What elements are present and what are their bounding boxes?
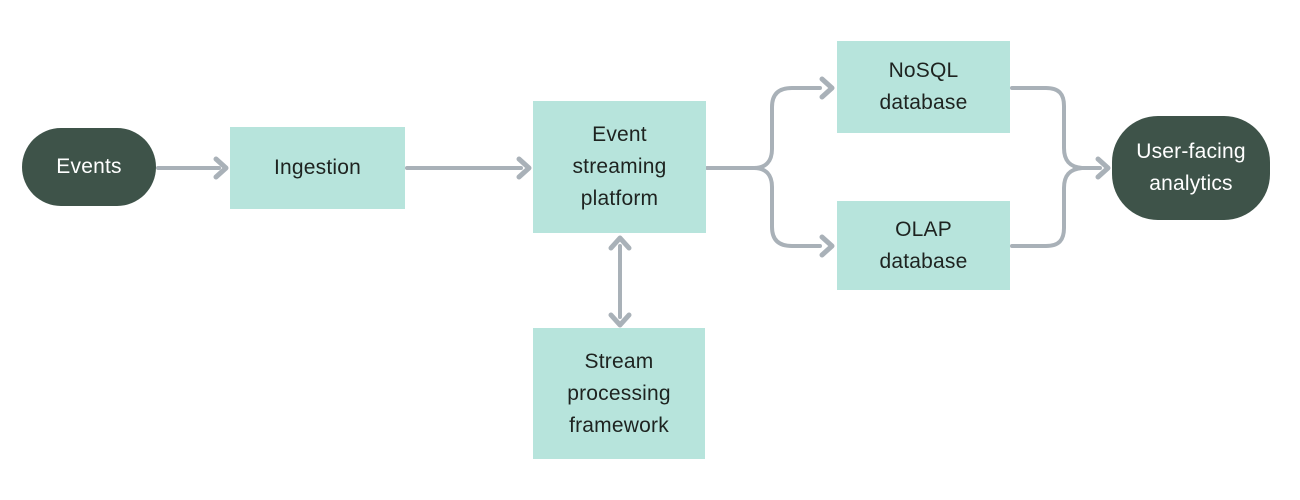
arrowhead-right-icon: [819, 234, 835, 258]
node-nosql-database-label: NoSQL database: [879, 59, 968, 114]
node-ingestion-label: Ingestion: [273, 156, 362, 179]
node-olap-database: OLAP database: [837, 201, 1010, 290]
edge-ingestion-to-event-streaming-platform: [405, 156, 532, 180]
edge-olap-database-to-user-facing-analytics: [1010, 156, 1111, 248]
edge-nosql-database-to-user-facing-analytics: [1010, 86, 1084, 170]
node-events: Events: [22, 128, 156, 206]
edge-event-streaming-platform-to-nosql-database: [705, 76, 835, 170]
edge-events-to-ingestion: [156, 156, 229, 180]
arrowhead-right-icon: [1095, 156, 1111, 180]
node-olap-database-label: OLAP database: [879, 217, 968, 273]
arrowhead-down-icon: [608, 312, 632, 328]
node-event-streaming-platform: Event streaming platform: [533, 101, 706, 233]
arrowhead-right-icon: [213, 156, 229, 180]
node-nosql-database: NoSQL database: [837, 41, 1010, 133]
node-events-label: Events: [56, 155, 122, 178]
arrowhead-right-icon: [819, 76, 835, 100]
edge-event-streaming-platform-to-stream-processing-framework: [608, 235, 632, 328]
node-stream-processing-framework-label: Stream processing framework: [567, 349, 671, 437]
node-user-facing-analytics-label: User-facing analytics: [1136, 140, 1246, 195]
node-ingestion: Ingestion: [230, 127, 405, 209]
node-user-facing-analytics: User-facing analytics: [1112, 116, 1270, 220]
arrowhead-right-icon: [516, 156, 532, 180]
node-stream-processing-framework: Stream processing framework: [533, 328, 705, 459]
arrowhead-up-icon: [608, 235, 632, 251]
edge-event-streaming-platform-to-olap-database: [752, 166, 835, 258]
node-event-streaming-platform-label: Event streaming platform: [572, 123, 667, 210]
